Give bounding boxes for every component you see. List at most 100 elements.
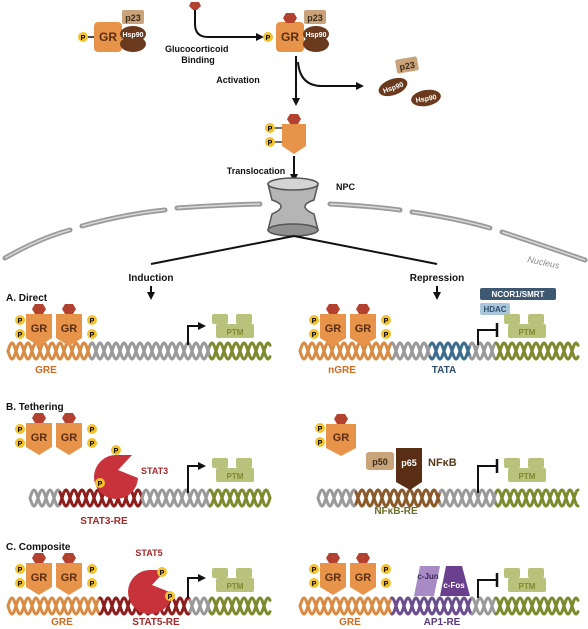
npc-label: NPC [336,182,356,192]
npc-bottom [267,223,319,237]
tethering-repression: P P GR p50 p65 NFκB PTM NFκB-RE [315,414,546,517]
phospho-icon [381,329,391,339]
gr-label: GR [325,323,342,335]
tata-label: TATA [432,365,456,376]
nfkb-label: NFκB [428,457,457,469]
gr-label: GR [61,572,78,584]
ptm-label: PTM [519,582,536,591]
gre-label: GRE [51,617,73,628]
p65-label: p65 [401,458,417,468]
gr-receptor-icon [282,124,306,154]
dna-strand [88,341,212,361]
dna-strand [390,596,474,616]
gr-receptor-icon [326,424,356,456]
hdac-label: HDAC [483,305,506,314]
gr-receptor-icon [320,563,346,595]
chaperone-release-arrow [297,61,364,90]
dna-strand [208,341,272,361]
phospho-icon [15,564,25,574]
ptm-subunit-icon [212,458,228,468]
gr-receptor-icon [276,22,304,52]
p23-label: p23 [125,13,141,23]
ptm-icon [216,468,254,482]
phospho-label: P [312,318,317,325]
gr-label: GR [355,323,372,335]
ptm-icon [508,468,546,482]
phospho-icon [265,137,275,147]
hsp90-label: Hsp90 [122,32,143,39]
hsp90-icon [411,89,441,107]
phospho-label: P [312,332,317,339]
gr-label: GR [281,30,299,44]
phospho-label: P [312,567,317,574]
translocation-label: Translocation [227,166,286,176]
ptm-icon [216,324,254,338]
top-pathway: P GR p23 Hsp90 Glucocorticoid Binding P … [78,2,441,182]
phospho-icon [15,438,25,448]
phospho-icon [263,32,273,42]
phospho-icon [15,315,25,325]
phospho-icon [78,32,88,42]
gr-label: GR [333,432,350,444]
stat5-re-label: STAT5-RE [132,617,180,628]
phospho-icon [381,578,391,588]
phospho-icon [15,424,25,434]
inactive-gr-complex: P GR p23 Hsp90 [78,10,146,52]
p23-label: p23 [399,60,416,73]
ncor-smrt-label: NCOR1/SMRT [492,290,545,299]
binding-line2: Binding [181,55,215,65]
phospho-icon [87,438,97,448]
p23-icon [395,56,419,74]
ptm-label: PTM [227,472,244,481]
stat3-re-label: STAT3-RE [80,516,128,527]
dna-strand [494,341,580,361]
dna-strand [208,596,272,616]
hdac-icon [480,303,510,315]
svg-text:P: P [98,481,103,488]
npc-icon [267,183,319,231]
ptm-subunit-icon [528,458,544,468]
svg-text:P: P [114,448,119,455]
ptm-label: PTM [227,328,244,337]
phospho-label: P [18,318,23,325]
ligand-icon [283,13,297,23]
gr-receptor-icon [320,314,346,346]
phospho-label: P [18,427,23,434]
phospho-label: P [90,318,95,325]
dna-strand [28,488,62,508]
dna-strand [468,341,498,361]
dna-strand [188,596,212,616]
nuclear-membrane-highlight [4,203,586,261]
dna-strand [6,596,102,616]
dna-strand [298,341,394,361]
gr-label: GR [61,432,78,444]
ligand-icon [189,2,201,10]
transcription-start-arrow [187,322,206,345]
ncor-smrt-icon [480,288,556,300]
phospho-icon [381,564,391,574]
transcription-start-arrow [187,574,206,598]
gr-label: GR [355,572,372,584]
phospho-label: P [312,581,317,588]
nuclear-envelope: NPC Nucleus [2,177,588,271]
ptm-complex: PTM [212,458,254,482]
svg-text:P: P [318,440,323,447]
ligand-icon [62,413,76,423]
repression-bar [477,465,496,493]
gr-receptor-icon [26,314,52,346]
dna-helix [298,596,580,616]
dna-strand [390,341,432,361]
ligand-icon [32,304,46,314]
hsp90-icon [120,36,146,52]
cfos-label: c-Fos [443,581,465,590]
phospho-label: P [90,581,95,588]
repression-bar [477,329,496,345]
gr-label: GR [61,323,78,335]
gr-receptor-icon [26,563,52,595]
ptm-icon [216,578,254,592]
ligand-icon [62,553,76,563]
